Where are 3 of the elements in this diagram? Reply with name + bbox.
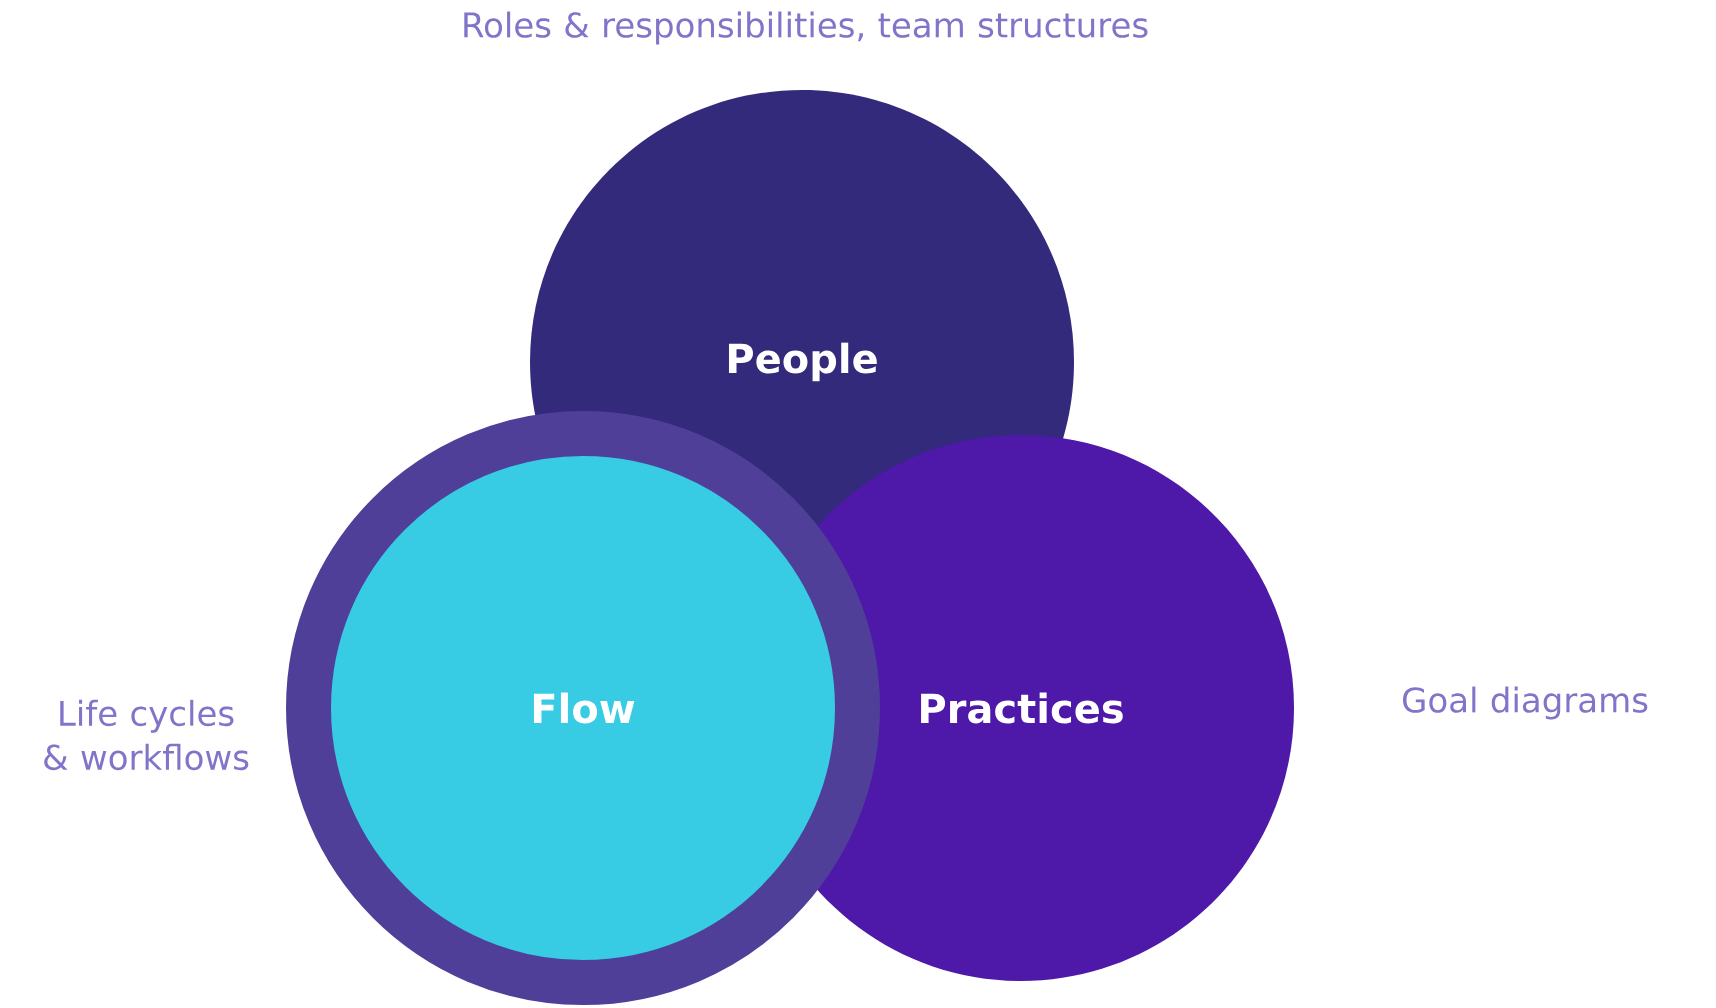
circle-caption: Life cycles & workflows (44, 699, 249, 771)
circle-caption: Goal diagrams (1403, 686, 1648, 720)
circle-caption: Roles & responsibilities, team structures (464, 11, 1148, 45)
